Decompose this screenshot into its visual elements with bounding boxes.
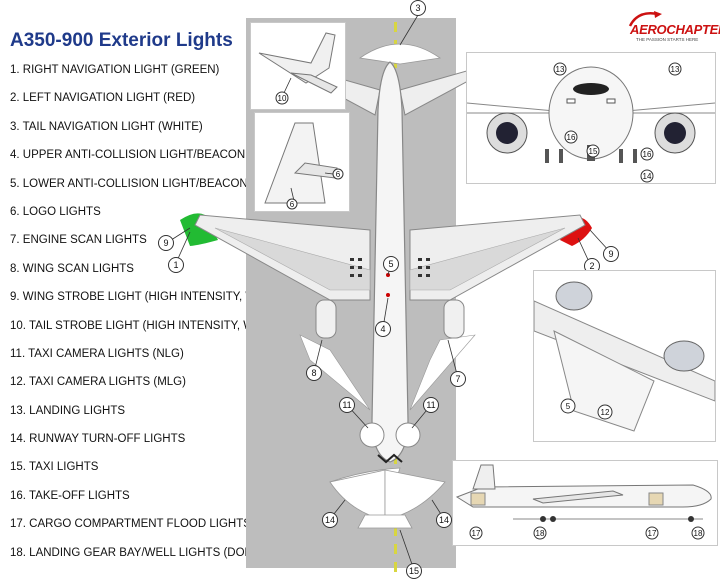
nose-gear-marks <box>377 453 403 464</box>
wing-scan-beam-left <box>299 334 371 411</box>
callout-label: 2 <box>589 261 594 271</box>
legend-item: 16. TAKE-OFF LIGHTS <box>10 489 130 502</box>
callout-marker: 5 <box>383 256 399 272</box>
legend-item: 17. CARGO COMPARTMENT FLOOD LIGHTS <box>10 518 251 531</box>
legend-item: 5. LOWER ANTI-COLLISION LIGHT/BEACON (RE… <box>10 177 283 190</box>
front-view-inset <box>466 52 716 184</box>
legend-item: 10. TAIL STROBE LIGHT (HIGH INTENSITY, W… <box>10 319 285 332</box>
callout-marker: 1 <box>168 257 184 273</box>
callout-marker: 4 <box>375 321 391 337</box>
right-engine <box>443 299 465 339</box>
callout-marker: 9 <box>603 246 619 262</box>
callout-label: 11 <box>342 400 351 410</box>
logo-tagline: THE PASSION STARTS HERE <box>636 37 699 42</box>
callout-label: 9 <box>608 249 613 259</box>
legend-item: 3. TAIL NAVIGATION LIGHT (WHITE) <box>10 120 203 133</box>
callout-label: 9 <box>163 238 168 248</box>
side-view-inset <box>452 460 718 546</box>
legend-item: 8. WING SCAN LIGHTS <box>10 262 134 275</box>
callout-marker: 8 <box>306 365 322 381</box>
right-stabilizer <box>399 69 471 116</box>
callout-marker: 3 <box>410 0 426 16</box>
callout-label: 7 <box>455 374 460 384</box>
tail-inset <box>250 22 346 110</box>
legend-item: 14. RUNWAY TURN-OFF LIGHTS <box>10 433 186 446</box>
nlg-camera-left <box>359 422 385 448</box>
legend-item: 12. TAXI CAMERA LIGHTS (MLG) <box>10 376 186 389</box>
landing-beam <box>357 514 413 529</box>
nlg-camera-right <box>395 422 421 448</box>
tail-nav-beam <box>358 43 442 65</box>
callout-label: 8 <box>311 368 316 378</box>
aerochapter-logo: AEROCHAPTER THE PASSION STARTS HERE <box>610 8 720 48</box>
callout-marker: 11 <box>339 397 355 413</box>
callout-label: 14 <box>439 515 449 525</box>
wing-inset <box>533 270 716 442</box>
legend-item: 13. LANDING LIGHTS <box>10 404 126 417</box>
legend-item: 9. WING STROBE LIGHT (HIGH INTENSITY, WH… <box>10 291 287 304</box>
legend-item: 1. RIGHT NAVIGATION LIGHT (GREEN) <box>10 64 220 76</box>
callout-label: 11 <box>426 400 435 410</box>
beacon-dot <box>386 293 390 297</box>
right-nav-light <box>180 213 218 246</box>
runway-turnoff-beam-right <box>384 469 446 521</box>
left-wing-flaps <box>214 227 371 291</box>
legend-item: 15. TAXI LIGHTS <box>10 461 99 474</box>
logo-name: AEROCHAPTER <box>630 22 720 37</box>
callout-label: 1 <box>173 260 178 270</box>
callout-label: 5 <box>388 259 393 269</box>
callout-label: 15 <box>409 566 419 576</box>
runway-turnoff-beam-left <box>329 469 386 521</box>
callout-marker: 14 <box>322 512 338 528</box>
callout-marker: 14 <box>436 512 452 528</box>
wing-scan-beam-right <box>409 334 476 411</box>
legend-item: 18. LANDING GEAR BAY/WELL LIGHTS (DOME) <box>10 546 266 559</box>
page-title: A350-900 Exterior Lights <box>10 30 233 51</box>
fin-inset <box>254 112 350 212</box>
legend-item: 4. UPPER ANTI-COLLISION LIGHT/BEACON (RE… <box>10 149 281 162</box>
callout-label: 14 <box>325 515 335 525</box>
callout-label: 4 <box>380 324 385 334</box>
callout-marker: 11 <box>423 397 439 413</box>
legend-item: 2. LEFT NAVIGATION LIGHT (RED) <box>10 92 196 105</box>
callout-marker: 15 <box>406 563 422 579</box>
callout-label: 3 <box>415 3 420 13</box>
legend-item: 11. TAXI CAMERA LIGHTS (NLG) <box>10 347 184 360</box>
callout-marker: 7 <box>450 371 466 387</box>
legend-item: 6. LOGO LIGHTS <box>10 205 101 218</box>
right-wing-flaps <box>409 227 566 291</box>
lights-legend: 1. RIGHT NAVIGATION LIGHT (GREEN) 2. LEF… <box>10 60 286 571</box>
callout-marker: 9 <box>158 235 174 251</box>
left-engine <box>315 299 337 339</box>
legend-item: 7. ENGINE SCAN LIGHTS <box>10 234 147 247</box>
